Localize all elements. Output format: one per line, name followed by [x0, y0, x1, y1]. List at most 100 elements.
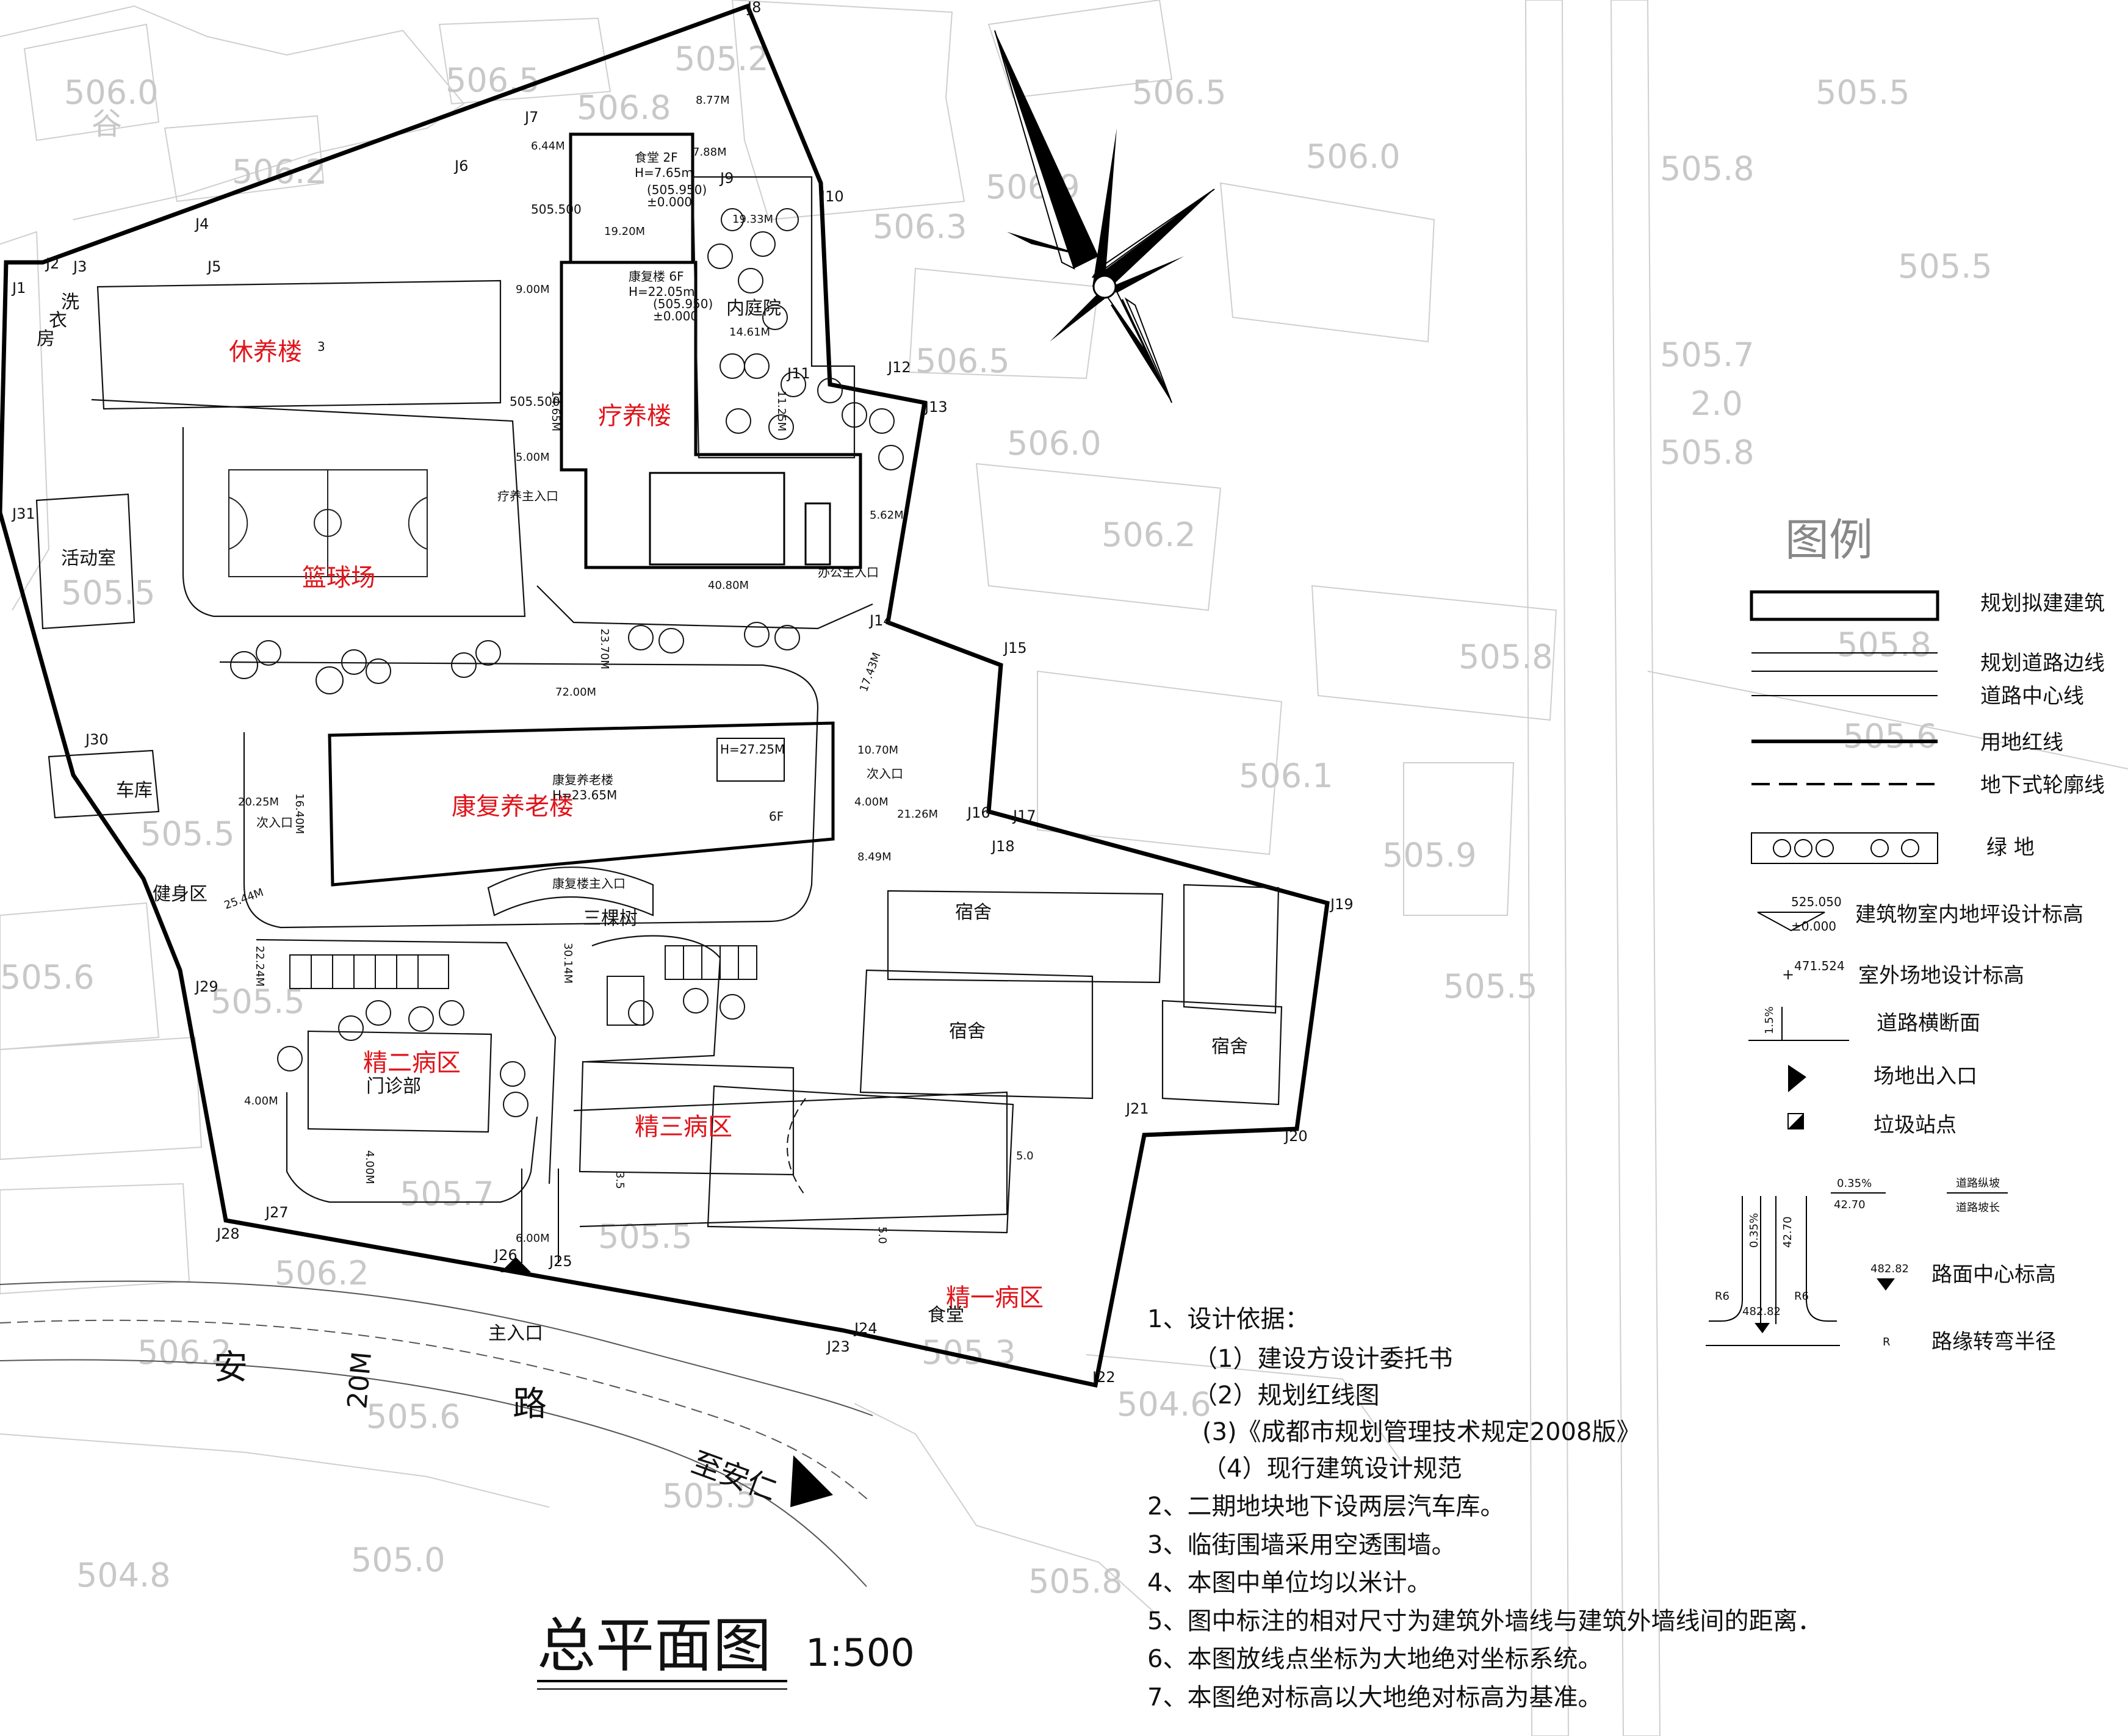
dim-label: 20.25M — [238, 796, 279, 809]
elev-label: 506.5 — [445, 61, 540, 99]
legend-item: 室外场地设计标高 — [1858, 963, 2024, 988]
entrance-label: 次入口 — [256, 815, 293, 830]
dim-label: 72.00M — [555, 686, 596, 699]
point-label: J23 — [826, 1338, 850, 1355]
zone-liaoyang: 疗养楼 — [598, 402, 671, 430]
elev-label: 506.3 — [873, 207, 967, 246]
legend-item: 地下式轮廓线 — [1980, 773, 2105, 798]
point-label: J8 — [746, 0, 761, 16]
elev-label: 505.2 — [674, 40, 769, 78]
dim-label: 5.62M — [870, 509, 904, 522]
legend-item: 道路中心线 — [1980, 684, 2084, 708]
point-label: J20 — [1283, 1128, 1308, 1145]
trees — [230, 208, 904, 1117]
point-label: J17 — [1012, 807, 1036, 824]
label-main-entrance: 主入口 — [488, 1323, 543, 1344]
dim-label: 23.70M — [598, 628, 611, 669]
dim-label: 10.70M — [857, 744, 898, 757]
dimensions: 8.77M 6.44M 7.88M 19.33M 19.20M 9.00M 14… — [223, 94, 1034, 1245]
label-canteen: 食堂 — [928, 1305, 964, 1326]
legend-item: 建筑物室内地坪设计标高 — [1855, 902, 2083, 927]
point-label: J24 — [853, 1320, 878, 1337]
page-title: 总平面图 — [537, 1612, 771, 1680]
legend-sample-text: 42.70 — [1781, 1216, 1794, 1248]
dim-label: 14.61M — [729, 326, 770, 339]
dim-label: 16.40M — [293, 793, 306, 834]
legend-item: 用地红线 — [1980, 730, 2063, 755]
canteen-info: (505.950) — [647, 182, 707, 197]
legend-sample-text: 482.82 — [1742, 1305, 1781, 1318]
legend: 图例 规划拟建建筑 规划道路边线 道路中心线 用地红线 地下式轮廓线 绿 地 5… — [1706, 514, 2105, 1354]
point-label: J14 — [868, 612, 893, 629]
zone-xiuyang: 休养楼 — [229, 338, 302, 366]
survey-points: J1 J2 J3 J4 J5 J6 J7 J8 J9 J10 J11 J12 J… — [11, 0, 1354, 1386]
elev-label: 505.5 — [61, 574, 156, 612]
point-label: J3 — [72, 258, 87, 275]
note-line: 4、本图中单位均以米计。 — [1147, 1569, 1431, 1597]
elev-label: 505.5 — [1816, 73, 1910, 112]
legend-sample-text: R6 — [1794, 1290, 1809, 1303]
kfl-info: 康复楼 6F — [629, 269, 684, 284]
legend-item: 道路横断面 — [1877, 1011, 1980, 1035]
label-dorm: 宿舍 — [955, 902, 992, 923]
dim-label: 4.00M — [854, 796, 889, 809]
entrance-label: 次入口 — [867, 766, 903, 781]
kyl-info: H=23.65M — [552, 788, 617, 802]
legend-sample-text: R6 — [1715, 1290, 1729, 1303]
label-garage: 车库 — [116, 780, 153, 801]
dim-label: 21.26M — [897, 808, 938, 821]
drawing-scale: 1:500 — [806, 1630, 915, 1675]
point-label: J6 — [453, 157, 468, 175]
elev-label: 506.2 — [137, 1333, 232, 1372]
note-line: 7、本图绝对标高以大地绝对标高为基准。 — [1147, 1684, 1602, 1712]
elev-mark: 505.500 — [531, 202, 582, 217]
point-label: J26 — [493, 1247, 518, 1264]
point-label: J30 — [84, 731, 109, 748]
elev-label: 506.5 — [1132, 73, 1227, 112]
legend-sample-icon: + — [1782, 966, 1794, 983]
point-label: J25 — [548, 1253, 572, 1270]
point-label: J18 — [990, 838, 1015, 855]
point-label: J4 — [194, 215, 209, 232]
point-label: J7 — [524, 109, 538, 126]
legend-sample-text: 471.524 — [1794, 959, 1845, 973]
kangfu-building — [328, 721, 835, 887]
point-label: J15 — [1003, 639, 1027, 657]
legend-item: 规划拟建建筑 — [1980, 591, 2105, 616]
label-dorm: 宿舍 — [1211, 1036, 1248, 1057]
zone-jing2: 精二病区 — [363, 1049, 461, 1077]
point-label: J5 — [206, 258, 221, 275]
note-line: 1、设计依据： — [1147, 1305, 1309, 1333]
legend-item: 绿 地 — [1986, 835, 2035, 860]
entrance-label: 康复楼主入口 — [552, 876, 626, 891]
dim-label: 6.00M — [516, 1232, 550, 1245]
elev-label: 2.0 — [1690, 384, 1743, 423]
design-notes: 1、设计依据： （1）建设方设计委托书 （2）规划红线图 (3)《成都市规划管理… — [1147, 1305, 1822, 1712]
elev-label: 506.0 — [64, 73, 159, 112]
point-label: J1 — [11, 279, 26, 297]
note-line: （1）建设方设计委托书 — [1193, 1345, 1452, 1373]
zone-kangfu: 康复养老楼 — [452, 793, 574, 821]
elev-label: 505.8 — [1028, 1562, 1123, 1601]
legend-item: 场地出入口 — [1874, 1064, 1977, 1089]
point-label: J19 — [1329, 896, 1354, 913]
floor-count: 3 — [317, 339, 325, 354]
elev-label: 505.5 — [1898, 247, 1993, 286]
elev-label: 505.6 — [0, 958, 95, 996]
canteen-info: 食堂 2F — [635, 150, 678, 165]
legend-item: 规划道路边线 — [1980, 651, 2105, 675]
elev-label: 505.8 — [1660, 433, 1755, 472]
point-label: J22 — [1091, 1369, 1116, 1386]
legend-sample-text: 525.050 — [1791, 895, 1842, 909]
legend-heading: 图例 — [1785, 514, 1873, 566]
kyl-info: 6F — [769, 809, 784, 824]
dim-label: 4.00M — [244, 1095, 278, 1108]
elev-label: 506.8 — [577, 88, 671, 127]
note-line: （4）现行建筑设计规范 — [1202, 1455, 1462, 1483]
note-line: 6、本图放线点坐标为大地绝对坐标系统。 — [1147, 1645, 1602, 1673]
dim-label: 3.5 — [613, 1172, 626, 1189]
legend-item: 路面中心标高 — [1931, 1262, 2056, 1287]
kyl-info: 康复养老楼 — [552, 773, 613, 787]
black-labels: 洗 衣 房 活动室 车库 健身区 内庭院 宿舍 宿舍 宿舍 门诊部 食堂 三棵树… — [37, 106, 1248, 1508]
